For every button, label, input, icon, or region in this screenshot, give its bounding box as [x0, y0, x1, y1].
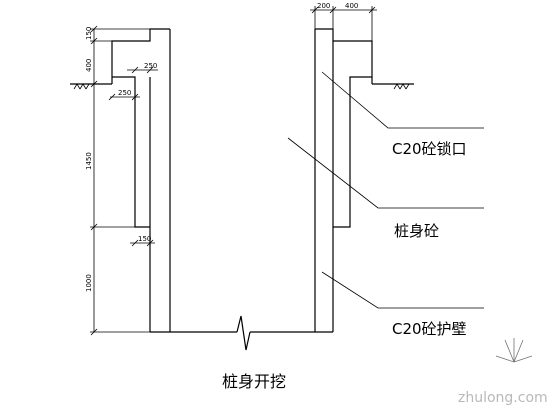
ground-hatch-right: [393, 83, 410, 90]
dim-label-250-lower: 250: [118, 89, 131, 97]
inner-dim-upper-ticks: [131, 66, 154, 74]
lock-ring-left-outline: [111, 28, 170, 84]
step-dim-ticks: [131, 239, 154, 247]
top-dimension-chain: [310, 6, 377, 41]
watermark-star-icon: [495, 338, 533, 363]
left-retaining-wall: [134, 77, 151, 332]
watermark-text: zhulong.com: [458, 390, 548, 406]
watermark-logo: [495, 338, 533, 363]
lock-ring: [111, 28, 373, 84]
left-dimension-chain: [90, 25, 150, 336]
top-dim-ticks: [311, 6, 376, 14]
callout-pile-concrete: 桩身砼: [394, 222, 439, 240]
ground-hatch-left: [73, 83, 90, 90]
leader-lock-ring: [321, 71, 484, 129]
lock-ring-right-outline: [315, 28, 373, 84]
callout-retaining-wall: C20砼护壁: [392, 320, 467, 338]
leader-retaining-wall: [321, 271, 484, 309]
break-line-symbol: [236, 315, 251, 351]
dim-label-250-upper: 250: [144, 62, 157, 70]
diagram-caption: 桩身开挖: [222, 372, 286, 391]
dim-label-400-top-right: 400: [345, 2, 358, 10]
step-dimension: [130, 239, 155, 247]
dim-label-200-top: 200: [317, 2, 330, 10]
callout-lock-ring: C20砼锁口: [392, 140, 467, 158]
inner-dimension-lower: [108, 93, 140, 101]
dim-label-1450: 1450: [85, 152, 93, 170]
pile-body: [150, 29, 333, 351]
inner-dim-lower-ticks: [108, 93, 139, 101]
dim-label-400-top: 400: [85, 59, 93, 72]
dim-label-150-top: 150: [85, 27, 93, 40]
dim-label-1000: 1000: [85, 274, 93, 292]
dim-label-150-step: 150: [138, 235, 151, 243]
left-dim-ticks: [90, 25, 98, 336]
inner-dimension-upper: [127, 66, 158, 74]
leader-pile-concrete: [287, 137, 484, 209]
